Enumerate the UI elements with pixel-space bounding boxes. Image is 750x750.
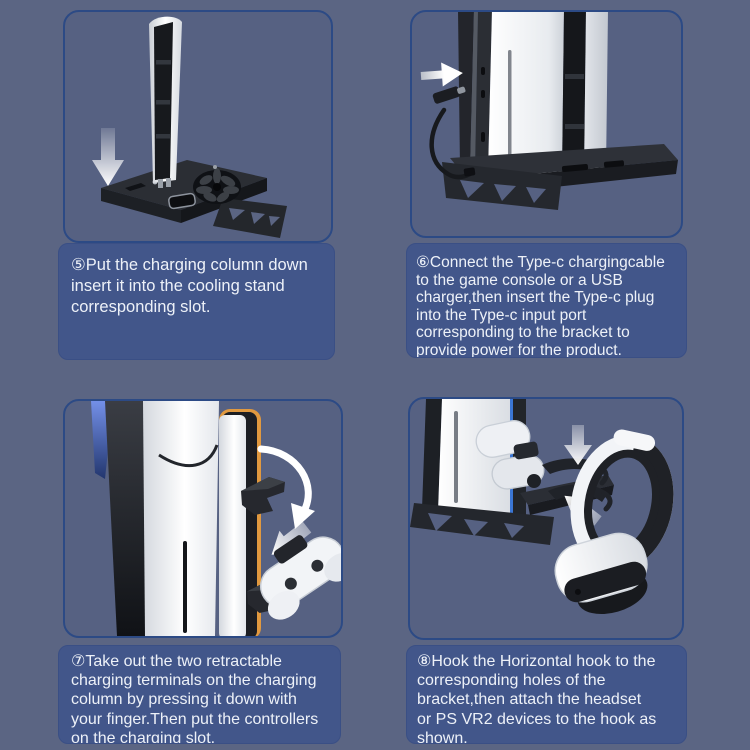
headset-visor <box>554 532 648 615</box>
type-c-plug <box>432 86 466 104</box>
step-6-illustration <box>420 12 678 210</box>
docked-controllers <box>475 420 545 490</box>
down-left-arrow-icon <box>271 521 312 555</box>
step-6-figure <box>410 10 683 238</box>
down-arrow-icon <box>92 128 124 186</box>
curved-arrow-icon <box>257 445 315 529</box>
cooling-stand <box>101 160 287 238</box>
down-arrow-icon <box>564 425 592 465</box>
step-8-figure <box>408 397 684 640</box>
step-7-figure <box>63 399 343 638</box>
step-5-text: ⑤Put the charging column down insert it … <box>58 243 335 360</box>
step-5-illustration <box>92 16 287 238</box>
step-7-text: ⑦Take out the two retractable charging t… <box>58 645 341 744</box>
vr2-headset <box>554 429 674 615</box>
charging-terminal-upper <box>241 477 285 515</box>
charging-column <box>219 409 261 636</box>
right-arrow-icon <box>420 62 463 87</box>
step-6-text: ⑥Connect the Type-c chargingcable to the… <box>406 243 687 358</box>
fan-blades <box>196 168 239 203</box>
step-8-text: ⑧Hook the Horizontal hook to the corresp… <box>406 645 687 744</box>
step-8-illustration <box>410 399 674 615</box>
step-5-figure <box>63 10 333 243</box>
charging-column <box>149 16 182 188</box>
type-c-cable <box>429 86 476 180</box>
controller <box>259 535 341 620</box>
step-7-illustration <box>91 401 341 636</box>
ps5-console <box>458 12 608 178</box>
controller-clamp <box>273 535 308 564</box>
stand-foot-truss <box>213 198 287 238</box>
type-c-input-port <box>168 192 196 210</box>
ps5-console-closeup <box>91 401 219 636</box>
headset-top-pad <box>613 429 656 451</box>
